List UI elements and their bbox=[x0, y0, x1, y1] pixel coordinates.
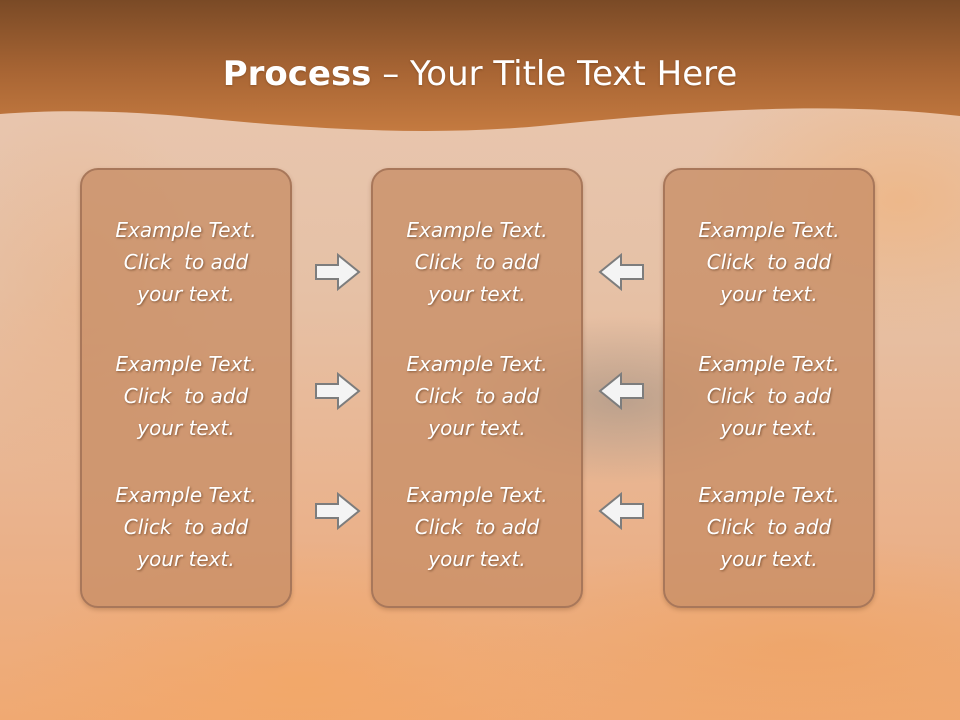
text-line: your text. bbox=[428, 547, 526, 571]
text-line: Click to add bbox=[414, 250, 540, 274]
arrow-left-icon bbox=[597, 371, 645, 411]
text-line: Click to add bbox=[706, 250, 832, 274]
arrow-left-icon bbox=[597, 252, 645, 292]
arrow-right-icon bbox=[314, 252, 362, 292]
panel-center[interactable]: Example Text. Click to add your text. Ex… bbox=[371, 168, 583, 608]
panel-left[interactable]: Example Text. Click to add your text. Ex… bbox=[80, 168, 292, 608]
text-line: Click to add bbox=[706, 515, 832, 539]
text-line: your text. bbox=[137, 547, 235, 571]
text-block[interactable]: Example Text. Click to add your text. bbox=[373, 479, 581, 575]
text-line: Click to add bbox=[123, 250, 249, 274]
arrow-right-icon bbox=[314, 371, 362, 411]
text-line: Example Text. bbox=[406, 483, 548, 507]
arrow-right-icon bbox=[314, 491, 362, 531]
panel-right[interactable]: Example Text. Click to add your text. Ex… bbox=[663, 168, 875, 608]
text-line: Example Text. bbox=[698, 352, 840, 376]
text-line: Example Text. bbox=[115, 483, 257, 507]
text-line: your text. bbox=[720, 282, 818, 306]
text-line: your text. bbox=[137, 282, 235, 306]
text-line: Example Text. bbox=[115, 218, 257, 242]
text-line: Click to add bbox=[123, 515, 249, 539]
text-block[interactable]: Example Text. Click to add your text. bbox=[665, 214, 873, 310]
text-block[interactable]: Example Text. Click to add your text. bbox=[665, 348, 873, 444]
text-block[interactable]: Example Text. Click to add your text. bbox=[82, 214, 290, 310]
text-line: your text. bbox=[137, 416, 235, 440]
text-line: Example Text. bbox=[406, 218, 548, 242]
text-block[interactable]: Example Text. Click to add your text. bbox=[82, 348, 290, 444]
text-line: your text. bbox=[720, 416, 818, 440]
text-line: Example Text. bbox=[698, 218, 840, 242]
arrow-left-icon bbox=[597, 491, 645, 531]
text-block[interactable]: Example Text. Click to add your text. bbox=[373, 348, 581, 444]
text-block[interactable]: Example Text. Click to add your text. bbox=[373, 214, 581, 310]
slide-title[interactable]: Process – Your Title Text Here bbox=[0, 52, 960, 96]
header-band bbox=[0, 0, 960, 140]
text-line: Click to add bbox=[414, 515, 540, 539]
text-block[interactable]: Example Text. Click to add your text. bbox=[82, 479, 290, 575]
text-line: your text. bbox=[428, 282, 526, 306]
title-rest: – Your Title Text Here bbox=[371, 54, 738, 94]
text-line: Click to add bbox=[123, 384, 249, 408]
text-line: Example Text. bbox=[115, 352, 257, 376]
text-line: Example Text. bbox=[698, 483, 840, 507]
text-line: Click to add bbox=[706, 384, 832, 408]
text-block[interactable]: Example Text. Click to add your text. bbox=[665, 479, 873, 575]
text-line: your text. bbox=[720, 547, 818, 571]
title-bold: Process bbox=[222, 54, 372, 94]
text-line: Example Text. bbox=[406, 352, 548, 376]
text-line: your text. bbox=[428, 416, 526, 440]
text-line: Click to add bbox=[414, 384, 540, 408]
